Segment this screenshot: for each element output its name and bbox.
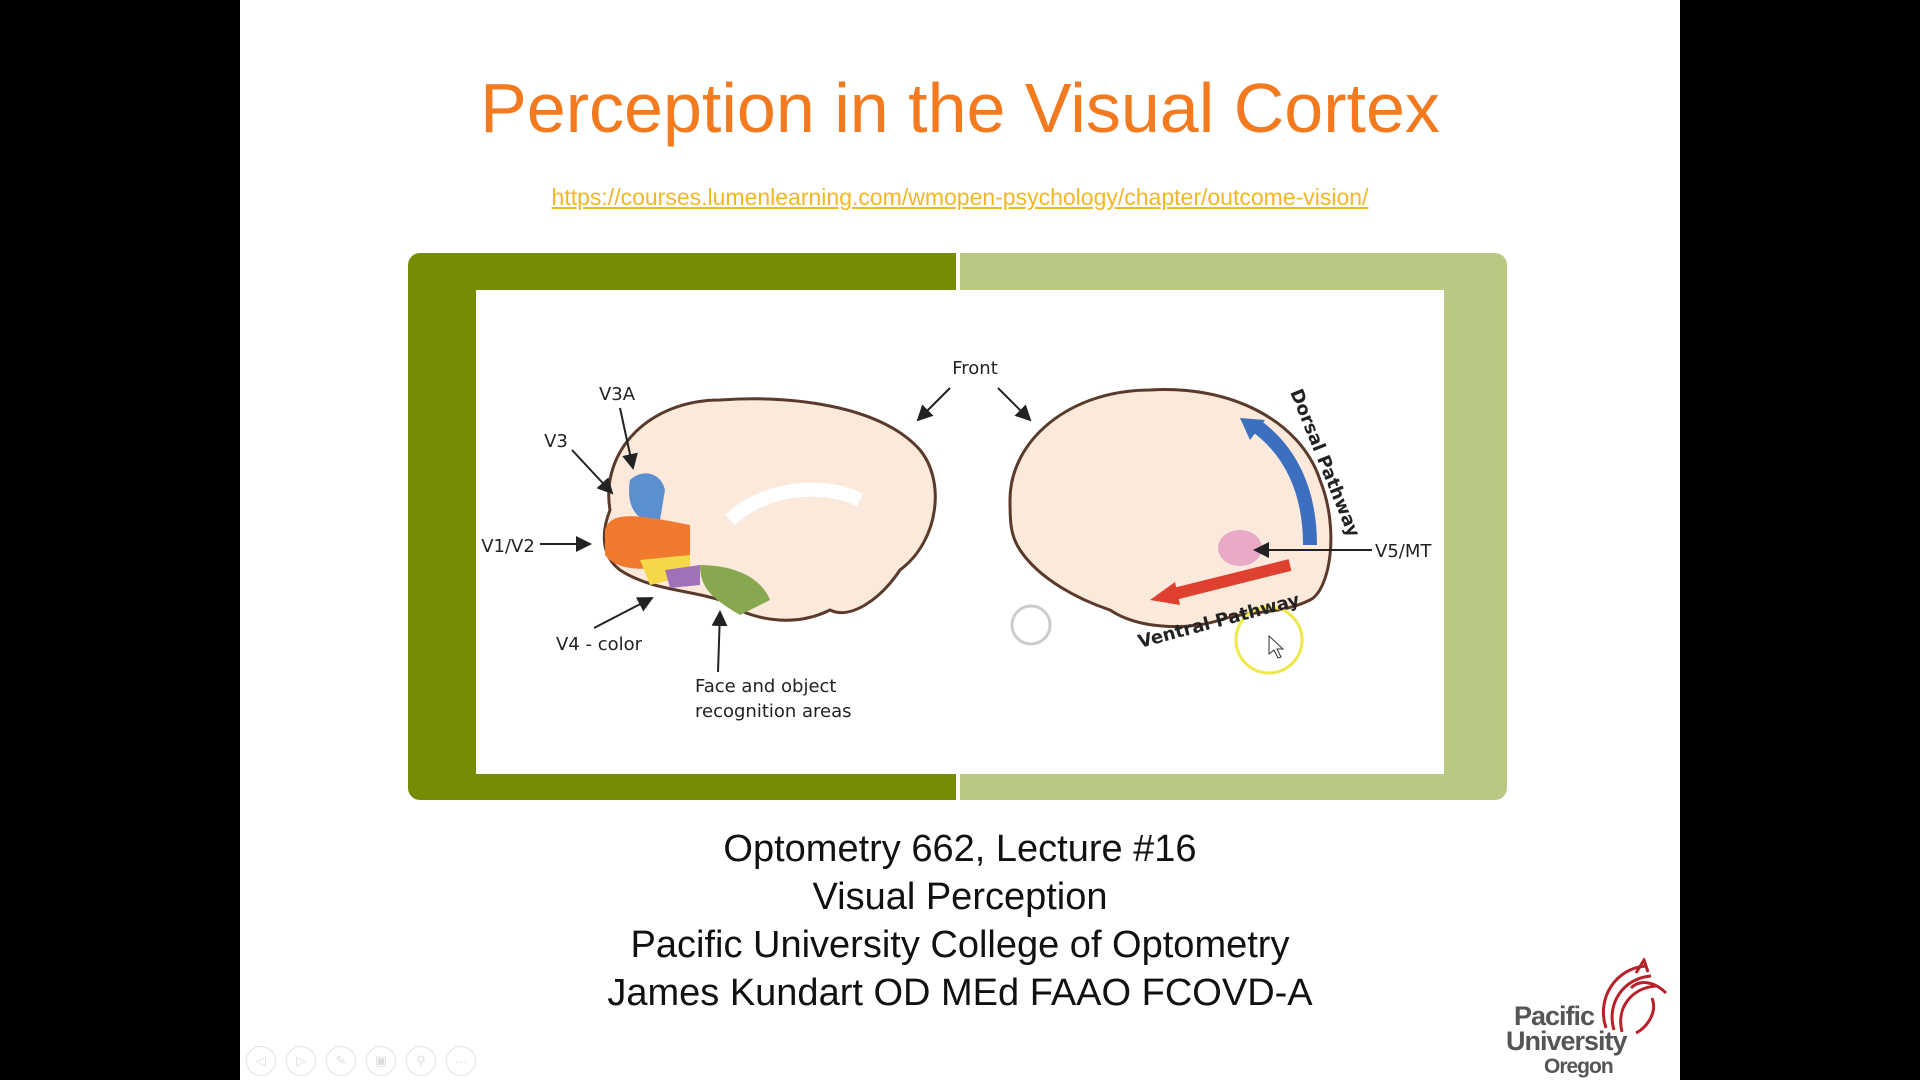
zoom-icon[interactable]: ⚲ [406,1046,436,1076]
label-face-1: Face and object [695,676,836,697]
slide-title: Perception in the Visual Cortex [480,69,1440,147]
label-v4: V4 - color [556,634,643,655]
label-front: Front [952,358,998,379]
label-v3a: V3A [599,384,636,405]
label-v5: V5/MT [1375,541,1432,562]
slideshow-toolbar: ◁ ▷ ✎ ▣ ⚲ ··· [246,1046,476,1076]
logo-line1: Pacific [1514,1001,1595,1031]
cursor-ring [1010,604,1052,646]
pointer-highlight [1234,605,1304,675]
previous-icon[interactable]: ◁ [246,1046,276,1076]
more-icon[interactable]: ··· [446,1046,476,1076]
label-face-2: recognition areas [695,701,852,722]
pen-icon[interactable]: ✎ [326,1046,356,1076]
boxer-logo-icon [1601,958,1668,1035]
subtitle-author: James Kundart OD MEd FAAO FCOVD-A [607,972,1313,1014]
subtitle-college: Pacific University College of Optometry [630,924,1290,966]
label-v1v2: V1/V2 [481,536,535,557]
right-brain-illustration [1008,388,1333,675]
mouse-cursor-icon [1268,634,1285,659]
pacific-university-logo: Pacific University Oregon [1506,958,1676,1078]
left-brain-illustration [602,397,937,622]
logo-line3: Oregon [1544,1055,1614,1078]
next-icon[interactable]: ▷ [286,1046,316,1076]
logo-line2: University [1506,1026,1628,1056]
slides-icon[interactable]: ▣ [366,1046,396,1076]
subtitle-course: Optometry 662, Lecture #16 [723,828,1197,870]
subtitle-topic: Visual Perception [812,876,1108,918]
source-link[interactable]: https://courses.lumenlearning.com/wmopen… [551,184,1369,210]
label-v3: V3 [544,431,568,452]
